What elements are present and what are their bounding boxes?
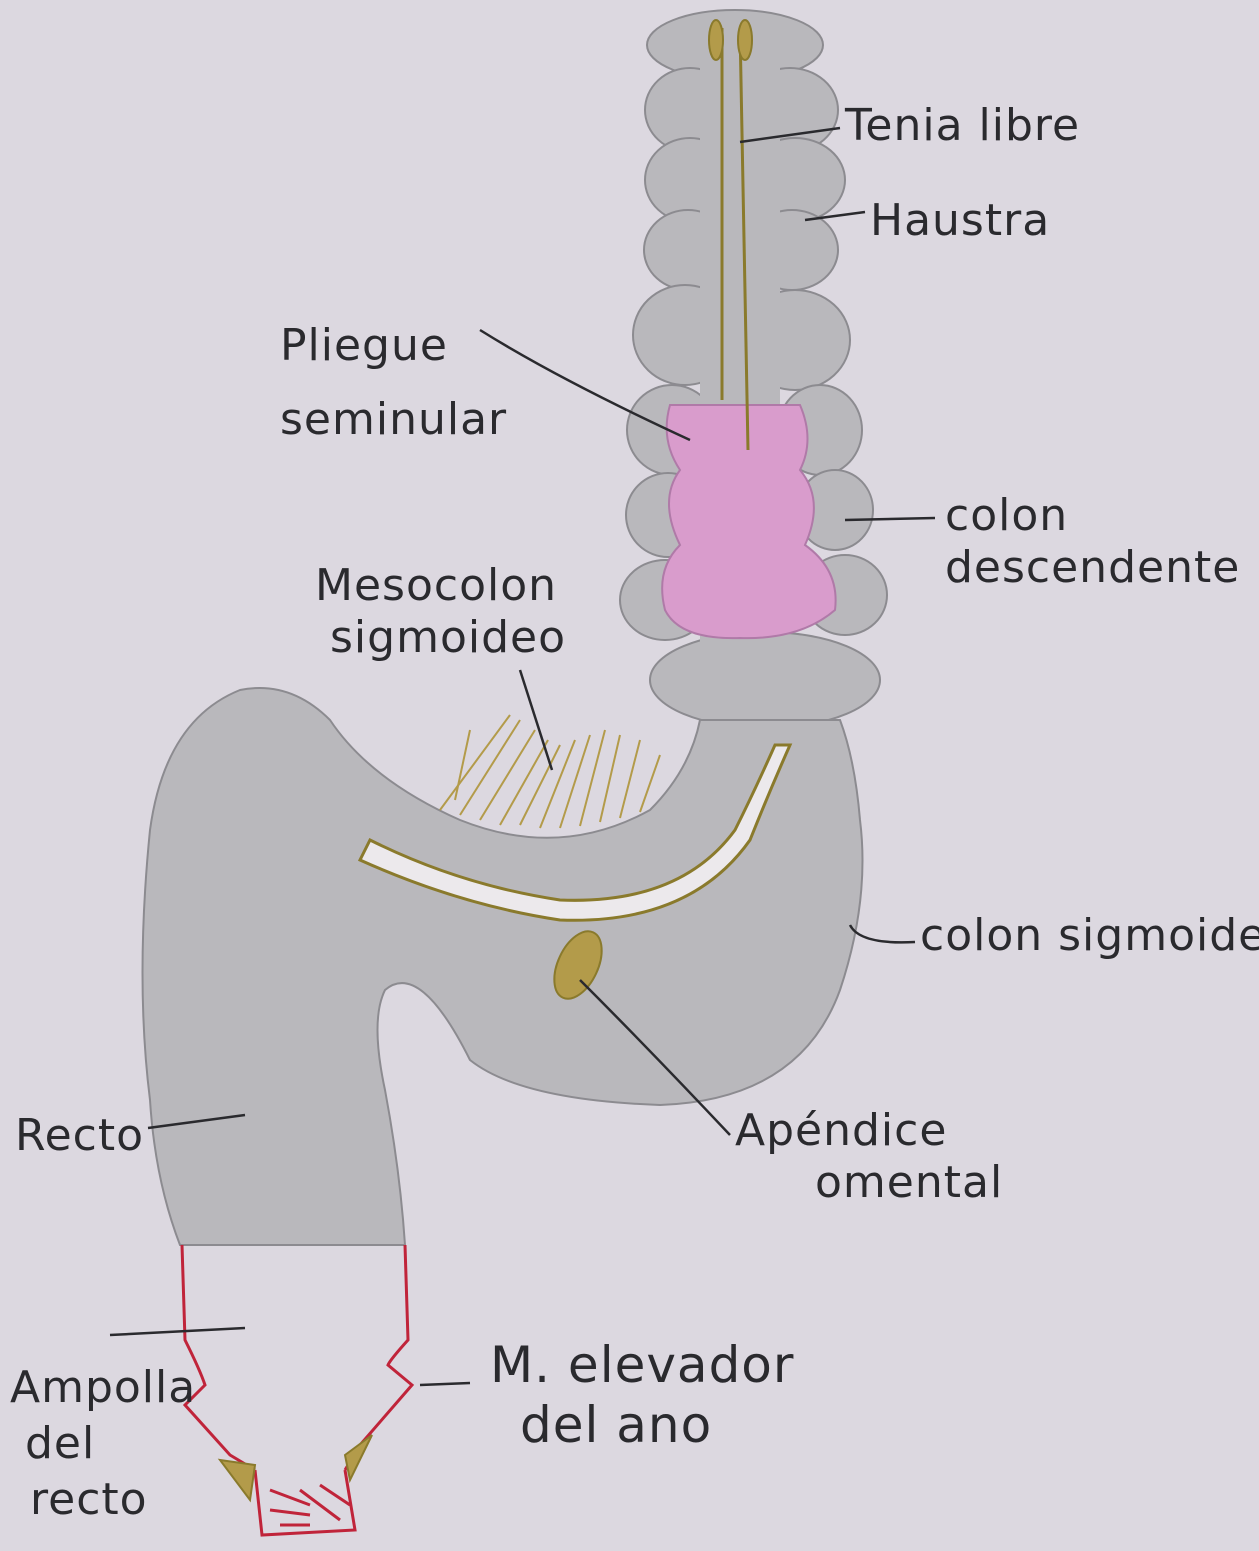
label-recto: Recto	[15, 1110, 144, 1162]
label-mesocolon-sigmoideo: Mesocolon sigmoideo	[315, 560, 566, 664]
label-apendice-line2: omental	[815, 1157, 1003, 1209]
label-apendice-omental: Apéndice omental	[735, 1105, 1003, 1209]
label-ampolla-line3: recto	[30, 1472, 196, 1528]
label-colon-desc-line2: descendente	[945, 542, 1240, 594]
label-ampolla-line1: Ampolla	[10, 1360, 196, 1416]
label-apendice-line1: Apéndice	[735, 1105, 1003, 1157]
label-haustra-text: Haustra	[870, 195, 1050, 247]
label-elevador-line2: del ano	[520, 1395, 794, 1455]
label-pliegue-seminular: Pliegue seminular	[280, 320, 507, 446]
label-colon-desc-line1: colon	[945, 490, 1240, 542]
label-m-elevador-del-ano: M. elevador del ano	[490, 1335, 794, 1455]
label-colon-descendente: colon descendente	[945, 490, 1240, 594]
label-tenia-libre: Tenia libre	[845, 100, 1080, 152]
label-colon-sigmoide: colon sigmoide	[920, 910, 1259, 962]
label-haustra: Haustra	[870, 195, 1050, 247]
label-ampolla-del-recto: Ampolla del recto	[10, 1360, 196, 1528]
label-tenia-libre-text: Tenia libre	[845, 100, 1080, 152]
label-pliegue-line2: seminular	[280, 394, 507, 446]
label-recto-text: Recto	[15, 1110, 144, 1162]
label-elevador-line1: M. elevador	[490, 1335, 794, 1395]
label-mesocolon-line2: sigmoideo	[330, 612, 566, 664]
label-colon-sigmoide-text: colon sigmoide	[920, 910, 1259, 962]
label-mesocolon-line1: Mesocolon	[315, 560, 566, 612]
label-ampolla-line2: del	[25, 1416, 196, 1472]
label-pliegue-line1: Pliegue	[280, 320, 507, 372]
